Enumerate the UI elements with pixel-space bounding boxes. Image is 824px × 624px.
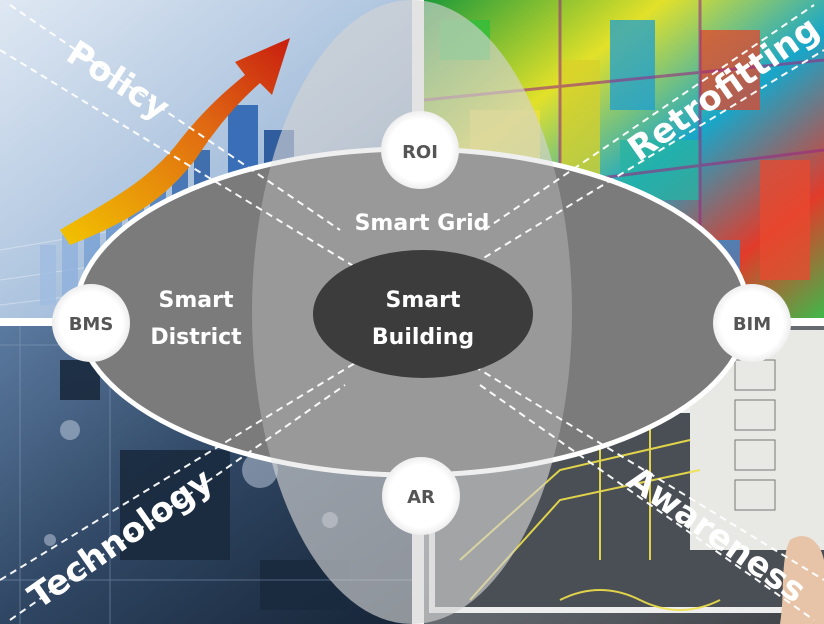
smart-district-label-line1: Smart	[159, 288, 234, 313]
growth-arrow-graphic	[60, 38, 290, 245]
dashed-guides	[0, 4, 824, 621]
node-ar: AR	[382, 457, 460, 535]
core-label-line2: Building	[372, 325, 474, 350]
smart-grid-label: Smart Grid	[355, 211, 490, 236]
node-bim-label: BIM	[733, 314, 771, 335]
node-bms-label: BMS	[69, 314, 114, 335]
core-label-line1: Smart	[386, 288, 461, 313]
node-bim: BIM	[713, 284, 791, 362]
node-roi-label: ROI	[402, 142, 438, 163]
core-ellipse	[313, 250, 533, 378]
node-bms: BMS	[52, 284, 130, 362]
node-roi: ROI	[381, 111, 459, 189]
hand-graphic	[780, 536, 824, 624]
node-ar-label: AR	[407, 487, 435, 508]
smart-district-label-line2: District	[150, 325, 242, 350]
